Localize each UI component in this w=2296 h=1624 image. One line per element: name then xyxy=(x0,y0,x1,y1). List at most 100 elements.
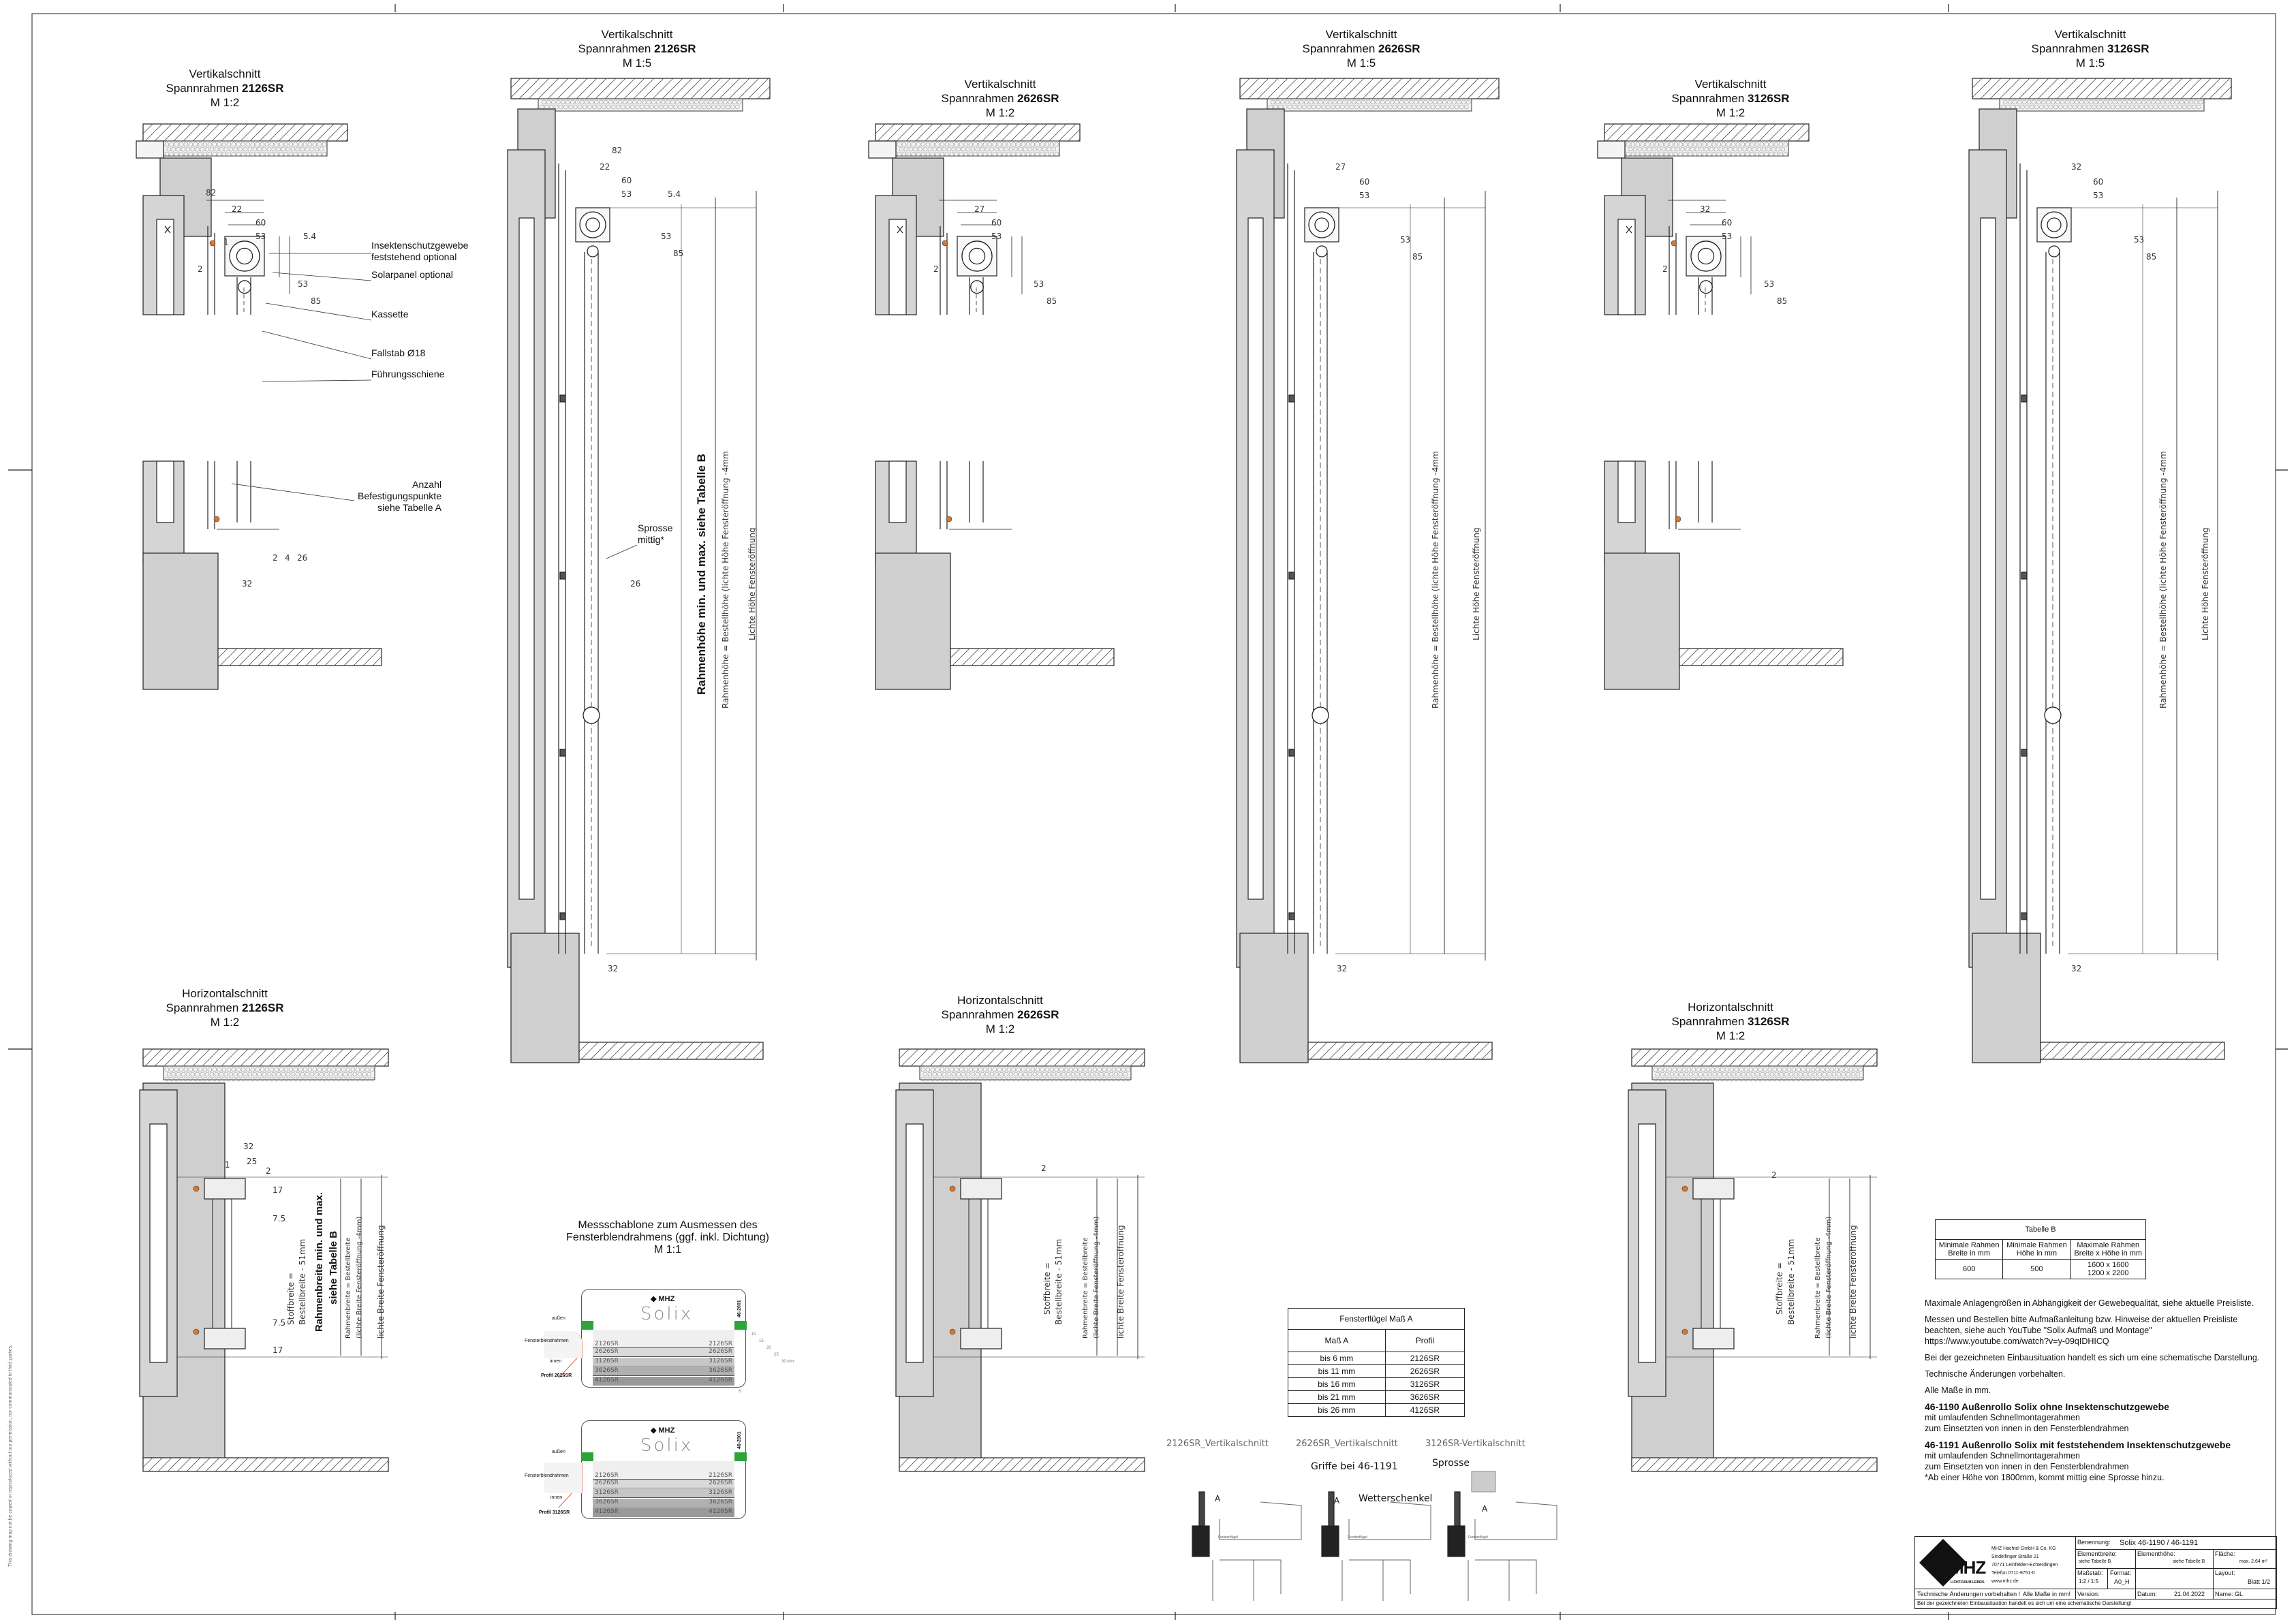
insulation-cell xyxy=(1116,1067,1121,1072)
insulation-cell xyxy=(1853,1067,1859,1072)
hatch-line xyxy=(1307,1042,1318,1052)
insulation-cell xyxy=(1106,1067,1112,1072)
hatch-line xyxy=(211,123,230,142)
insulation-cell xyxy=(307,151,313,157)
insulation-cell xyxy=(925,1076,931,1082)
youtube-link[interactable]: https://www.youtube.com/watch?v=y-09qIDH… xyxy=(1925,1337,2109,1346)
hatch-line xyxy=(1732,1457,1747,1472)
insulation-cell xyxy=(711,104,716,110)
insulation-cell xyxy=(982,1067,988,1072)
insulation-cell xyxy=(703,99,709,105)
insulation-cell xyxy=(331,1067,337,1072)
roller-tube xyxy=(968,247,986,265)
dim-label: 85 xyxy=(673,249,684,258)
insulation-cell xyxy=(1645,151,1650,157)
insulation-cell xyxy=(1731,151,1736,157)
hatch-line xyxy=(1700,1048,1718,1067)
insulation-cell xyxy=(734,104,740,110)
hatch-line xyxy=(1703,1457,1718,1472)
insulation-cell xyxy=(257,146,262,152)
insulation-cell xyxy=(1023,146,1028,152)
insulation-cell xyxy=(1425,104,1431,110)
template-product: Solix xyxy=(640,1304,694,1324)
insulation-cell xyxy=(1016,1067,1021,1072)
hatch-line xyxy=(915,123,933,142)
insulation-cell xyxy=(558,104,563,110)
insulation-cell xyxy=(1380,99,1385,105)
insulation-cell xyxy=(295,1072,300,1077)
insulation-cell xyxy=(1855,1072,1861,1077)
insulation-cell xyxy=(918,146,923,152)
insulation-cell xyxy=(1070,1072,1076,1077)
insulation-cell xyxy=(274,151,279,157)
insulation-cell xyxy=(1669,151,1674,157)
insulation-cell xyxy=(1427,99,1433,105)
insulation-cell xyxy=(1106,1076,1112,1082)
hatch-line xyxy=(939,1048,957,1067)
dim-label: 53 xyxy=(621,189,632,199)
wall-hatch-top xyxy=(142,1048,389,1067)
dim-label: 32 xyxy=(608,964,619,973)
insulation-cell xyxy=(2096,104,2101,110)
insulation-cell xyxy=(1678,151,1684,157)
insulation-cell xyxy=(2064,99,2070,105)
insulation-cell xyxy=(174,151,179,157)
insulation-cell xyxy=(1111,1067,1117,1072)
hatch-line xyxy=(286,648,305,666)
insulation-cell xyxy=(1056,1072,1061,1077)
hatch-line xyxy=(262,1457,277,1472)
label-innen: innen xyxy=(550,1495,563,1500)
hatch-line xyxy=(590,1042,608,1060)
hatch-line xyxy=(1405,1042,1423,1060)
insulation-cell xyxy=(1734,1076,1739,1082)
hatch-line xyxy=(1495,95,1500,99)
hatch-line xyxy=(1730,123,1748,142)
hatch-line xyxy=(1267,78,1288,99)
fixing-point xyxy=(2021,394,2028,403)
hatch-line xyxy=(1139,1061,1145,1067)
insulation-cell xyxy=(946,146,952,152)
insulation-cell xyxy=(2134,104,2139,110)
insulation-cell xyxy=(326,1076,332,1082)
dim-label: 32 xyxy=(243,1142,254,1151)
frame-profile xyxy=(1447,1525,1465,1557)
label-fensterfluegel: Fensterflügel xyxy=(1348,1535,1367,1540)
hatch-line xyxy=(942,1457,957,1472)
insulation-cell xyxy=(1690,146,1695,152)
hatch-line xyxy=(996,1048,1014,1067)
hatch-line xyxy=(1690,648,1709,666)
insulation-cell xyxy=(1815,1076,1820,1082)
hatch-line xyxy=(288,123,306,142)
hatch-line xyxy=(1833,656,1844,666)
hatch-line xyxy=(1656,1457,1671,1472)
hatch-line xyxy=(1989,78,2011,99)
insulation-cell xyxy=(1401,104,1407,110)
insulation-cell xyxy=(179,151,184,157)
hatch-line xyxy=(1663,123,1681,142)
insulation-cell xyxy=(968,1067,974,1072)
leader-line xyxy=(262,330,372,360)
sill-block xyxy=(1972,933,2041,1063)
hatch-line xyxy=(1386,1042,1404,1060)
leader-line xyxy=(265,302,372,321)
insulation-cell xyxy=(1626,151,1631,157)
insulation-cell xyxy=(1720,1076,1725,1082)
insulation-cell xyxy=(1736,1072,1741,1077)
hatch-line xyxy=(142,123,153,134)
insulation-cell xyxy=(1793,1072,1799,1077)
insulation-cell xyxy=(932,146,937,152)
insulation-cell xyxy=(1786,1076,1792,1082)
scale-mark: 15 xyxy=(759,1339,764,1343)
insulation-cell xyxy=(1446,99,1452,105)
insulation-cell xyxy=(2160,99,2165,105)
insulation-cell xyxy=(1750,142,1755,147)
label-fensterblendrahmen: Fensterblendrahmen xyxy=(525,1473,569,1478)
insulation-cell xyxy=(1850,1072,1856,1077)
hatch-line xyxy=(1843,1048,1861,1067)
hatch-line xyxy=(1786,1048,1804,1067)
insulation-cell xyxy=(644,104,649,110)
hatch-line xyxy=(288,1048,306,1067)
leader-line xyxy=(231,483,355,501)
hatch-line xyxy=(1348,1042,1366,1060)
